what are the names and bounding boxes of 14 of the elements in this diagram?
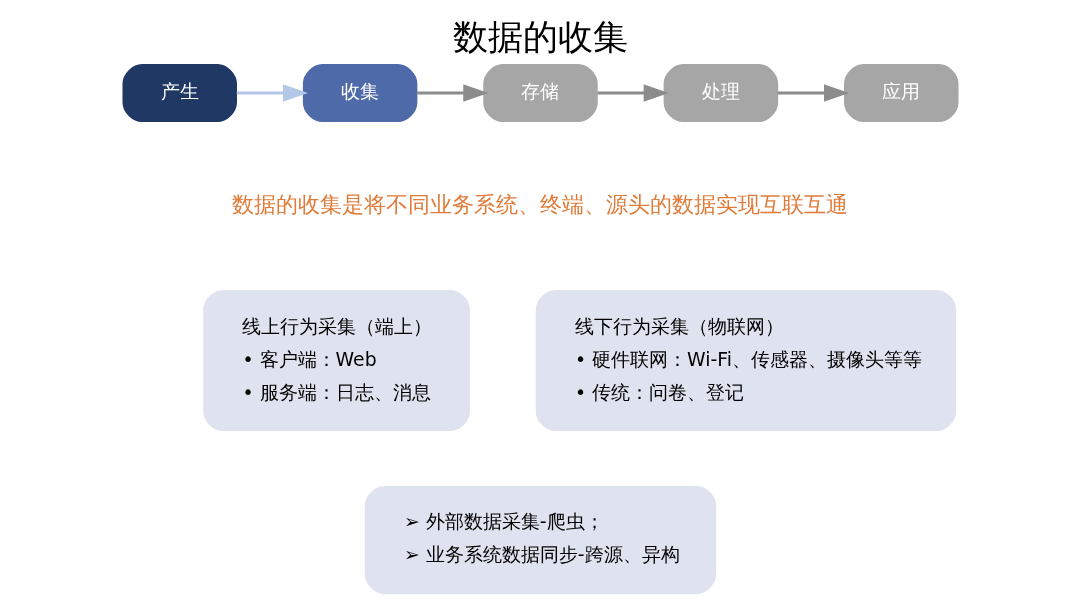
node-box: 存储 [482, 64, 598, 123]
diagram-title: 数据的收集 [452, 16, 628, 57]
arrow [777, 84, 849, 102]
arrow [597, 84, 669, 102]
node-box: 产生 [122, 64, 237, 123]
arrow [416, 84, 488, 102]
label: 数据的收集是将不同业务系统、终端、源头的数据实现互联互通 [232, 191, 848, 217]
node-box: 线上行为采集（端上） • 客户端：Web • 服务端：日志、消息 [202, 289, 470, 432]
node-box: 处理 [663, 64, 778, 123]
node-box: ➢ 外部数据采集-爬虫； ➢ 业务系统数据同步-跨源、异构 [364, 485, 716, 595]
node-box: 应用 [843, 64, 958, 123]
arrow [236, 84, 308, 102]
node-box: 线下行为采集（物联网） • 硬件联网：Wi-Fi、传感器、摄像头等等 • 传统：问卷、登记 [535, 289, 956, 432]
node-box: 收集 [302, 64, 417, 123]
